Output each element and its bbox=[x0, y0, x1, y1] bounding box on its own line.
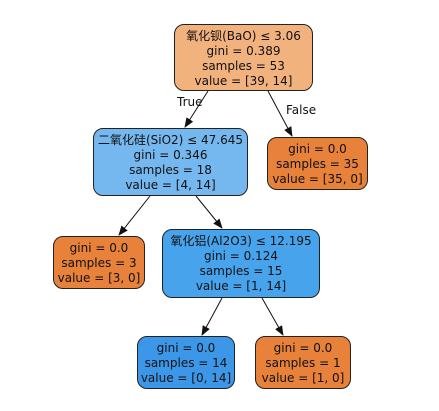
node-samples: samples = 15 bbox=[199, 264, 283, 278]
node-split-condition: 氧化铝(Al2O3) ≤ 12.195 bbox=[170, 234, 312, 248]
tree-leaf-1: gini = 0.0 samples = 1 value = [1, 0] bbox=[255, 336, 351, 389]
node-samples: samples = 3 bbox=[61, 256, 137, 270]
node-gini: gini = 0.0 bbox=[288, 142, 347, 156]
node-gini: gini = 0.346 bbox=[133, 148, 208, 162]
node-value: value = [35, 0] bbox=[272, 172, 363, 186]
true-edge-label: True bbox=[177, 95, 203, 109]
node-gini: gini = 0.124 bbox=[204, 249, 278, 263]
tree-leaf-14: gini = 0.0 samples = 14 value = [0, 14] bbox=[137, 336, 235, 389]
edge-al2o3-to-leaf-1 bbox=[261, 297, 284, 336]
edge-sio2-to-al2o3 bbox=[195, 195, 223, 229]
edge-root-to-sio2 bbox=[184, 90, 209, 128]
tree-node-root: 氧化钡(BaO) ≤ 3.06 gini = 0.389 samples = 5… bbox=[174, 24, 313, 91]
tree-node-sio2: 二氧化硅(SiO2) ≤ 47.645 gini = 0.346 samples… bbox=[93, 128, 248, 196]
node-value: value = [0, 14] bbox=[140, 371, 232, 385]
edge-root-to-leaf-35 bbox=[267, 90, 293, 137]
edge-sio2-to-leaf-3 bbox=[118, 195, 151, 236]
node-gini: gini = 0.389 bbox=[206, 44, 281, 58]
tree-leaf-3: gini = 0.0 samples = 3 value = [3, 0] bbox=[53, 236, 145, 289]
node-samples: samples = 53 bbox=[202, 59, 285, 73]
node-gini: gini = 0.0 bbox=[273, 341, 333, 355]
tree-leaf-35: gini = 0.0 samples = 35 value = [35, 0] bbox=[267, 137, 368, 190]
node-samples: samples = 14 bbox=[144, 356, 228, 370]
node-value: value = [4, 14] bbox=[125, 178, 216, 192]
edge-al2o3-to-leaf-14 bbox=[201, 297, 223, 336]
node-split-condition: 氧化钡(BaO) ≤ 3.06 bbox=[186, 29, 301, 43]
false-edge-label: False bbox=[286, 103, 317, 117]
node-value: value = [3, 0] bbox=[57, 271, 141, 285]
node-samples: samples = 1 bbox=[265, 356, 341, 370]
tree-node-al2o3: 氧化铝(Al2O3) ≤ 12.195 gini = 0.124 samples… bbox=[162, 229, 320, 298]
node-value: value = [39, 14] bbox=[194, 74, 293, 88]
node-gini: gini = 0.0 bbox=[69, 241, 129, 255]
node-samples: samples = 18 bbox=[129, 163, 212, 177]
node-split-condition: 二氧化硅(SiO2) ≤ 47.645 bbox=[97, 133, 244, 147]
node-value: value = [1, 14] bbox=[195, 279, 287, 293]
node-gini: gini = 0.0 bbox=[156, 341, 216, 355]
node-value: value = [1, 0] bbox=[261, 371, 345, 385]
node-samples: samples = 35 bbox=[276, 157, 359, 171]
